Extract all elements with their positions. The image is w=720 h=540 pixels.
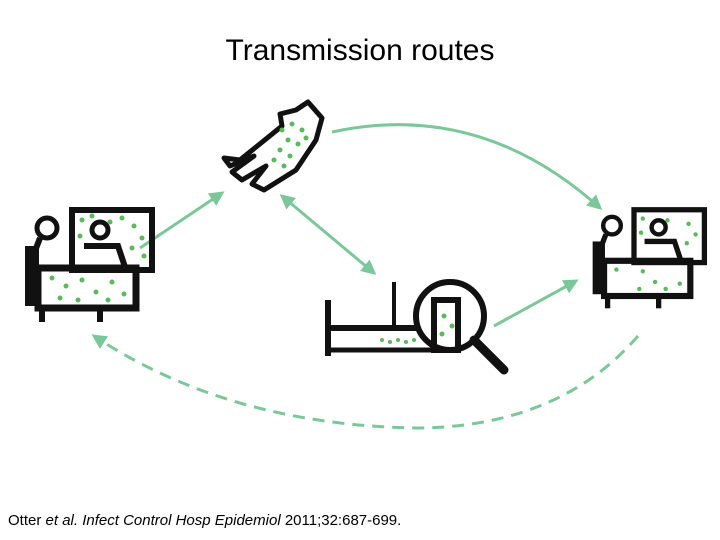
- citation-author: Otter: [8, 512, 42, 529]
- patient-in-bed-icon: [592, 207, 708, 309]
- arrow-dashed-patient-to-patient: [91, 334, 640, 430]
- citation: Otter et al. Infect Control Hosp Epidemi…: [8, 512, 401, 529]
- contaminated-hand-icon: [221, 99, 325, 193]
- page-title: Transmission routes: [225, 34, 495, 67]
- patient-in-bed-icon: [25, 207, 155, 322]
- citation-journal: Infect Control Hosp Epidemiol: [82, 512, 281, 529]
- citation-details: 2011;32:687-699.: [284, 512, 402, 529]
- arrow-hand-to-patient: [331, 123, 603, 211]
- contaminated-bed-magnifier-icon: [325, 279, 509, 375]
- citation-et-al: et al.: [45, 512, 79, 529]
- arrow-hand-environment: [279, 194, 377, 275]
- arrow-environment-to-patient: [493, 279, 579, 328]
